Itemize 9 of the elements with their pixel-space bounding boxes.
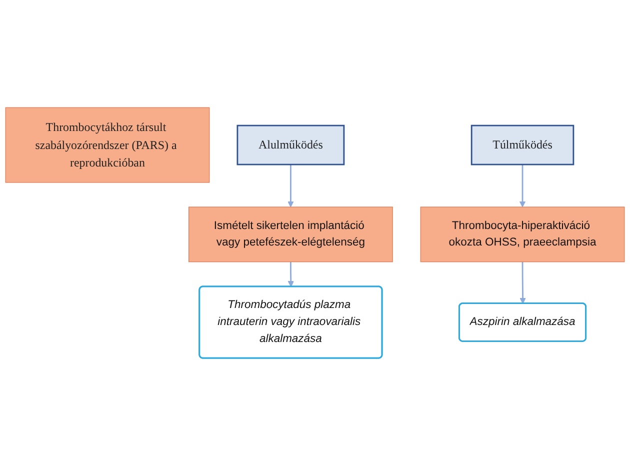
- arrow: [288, 164, 294, 208]
- node-box: Thrombocytákhoz társult szabályozórendszer (PARS) a reprodukcióban: [5, 107, 210, 183]
- node-box: Thrombocyta-hiperaktiváció okozta OHSS, praeeclampsia: [420, 206, 625, 262]
- node-box: Alulműködés: [236, 124, 345, 166]
- node-box: Túlműködés: [470, 124, 574, 166]
- arrow: [519, 164, 526, 208]
- node-box: Ismételt sikertelen implantáció vagy petefészek-elégtelenség: [188, 206, 393, 262]
- arrow: [520, 262, 526, 304]
- arrow: [288, 262, 294, 288]
